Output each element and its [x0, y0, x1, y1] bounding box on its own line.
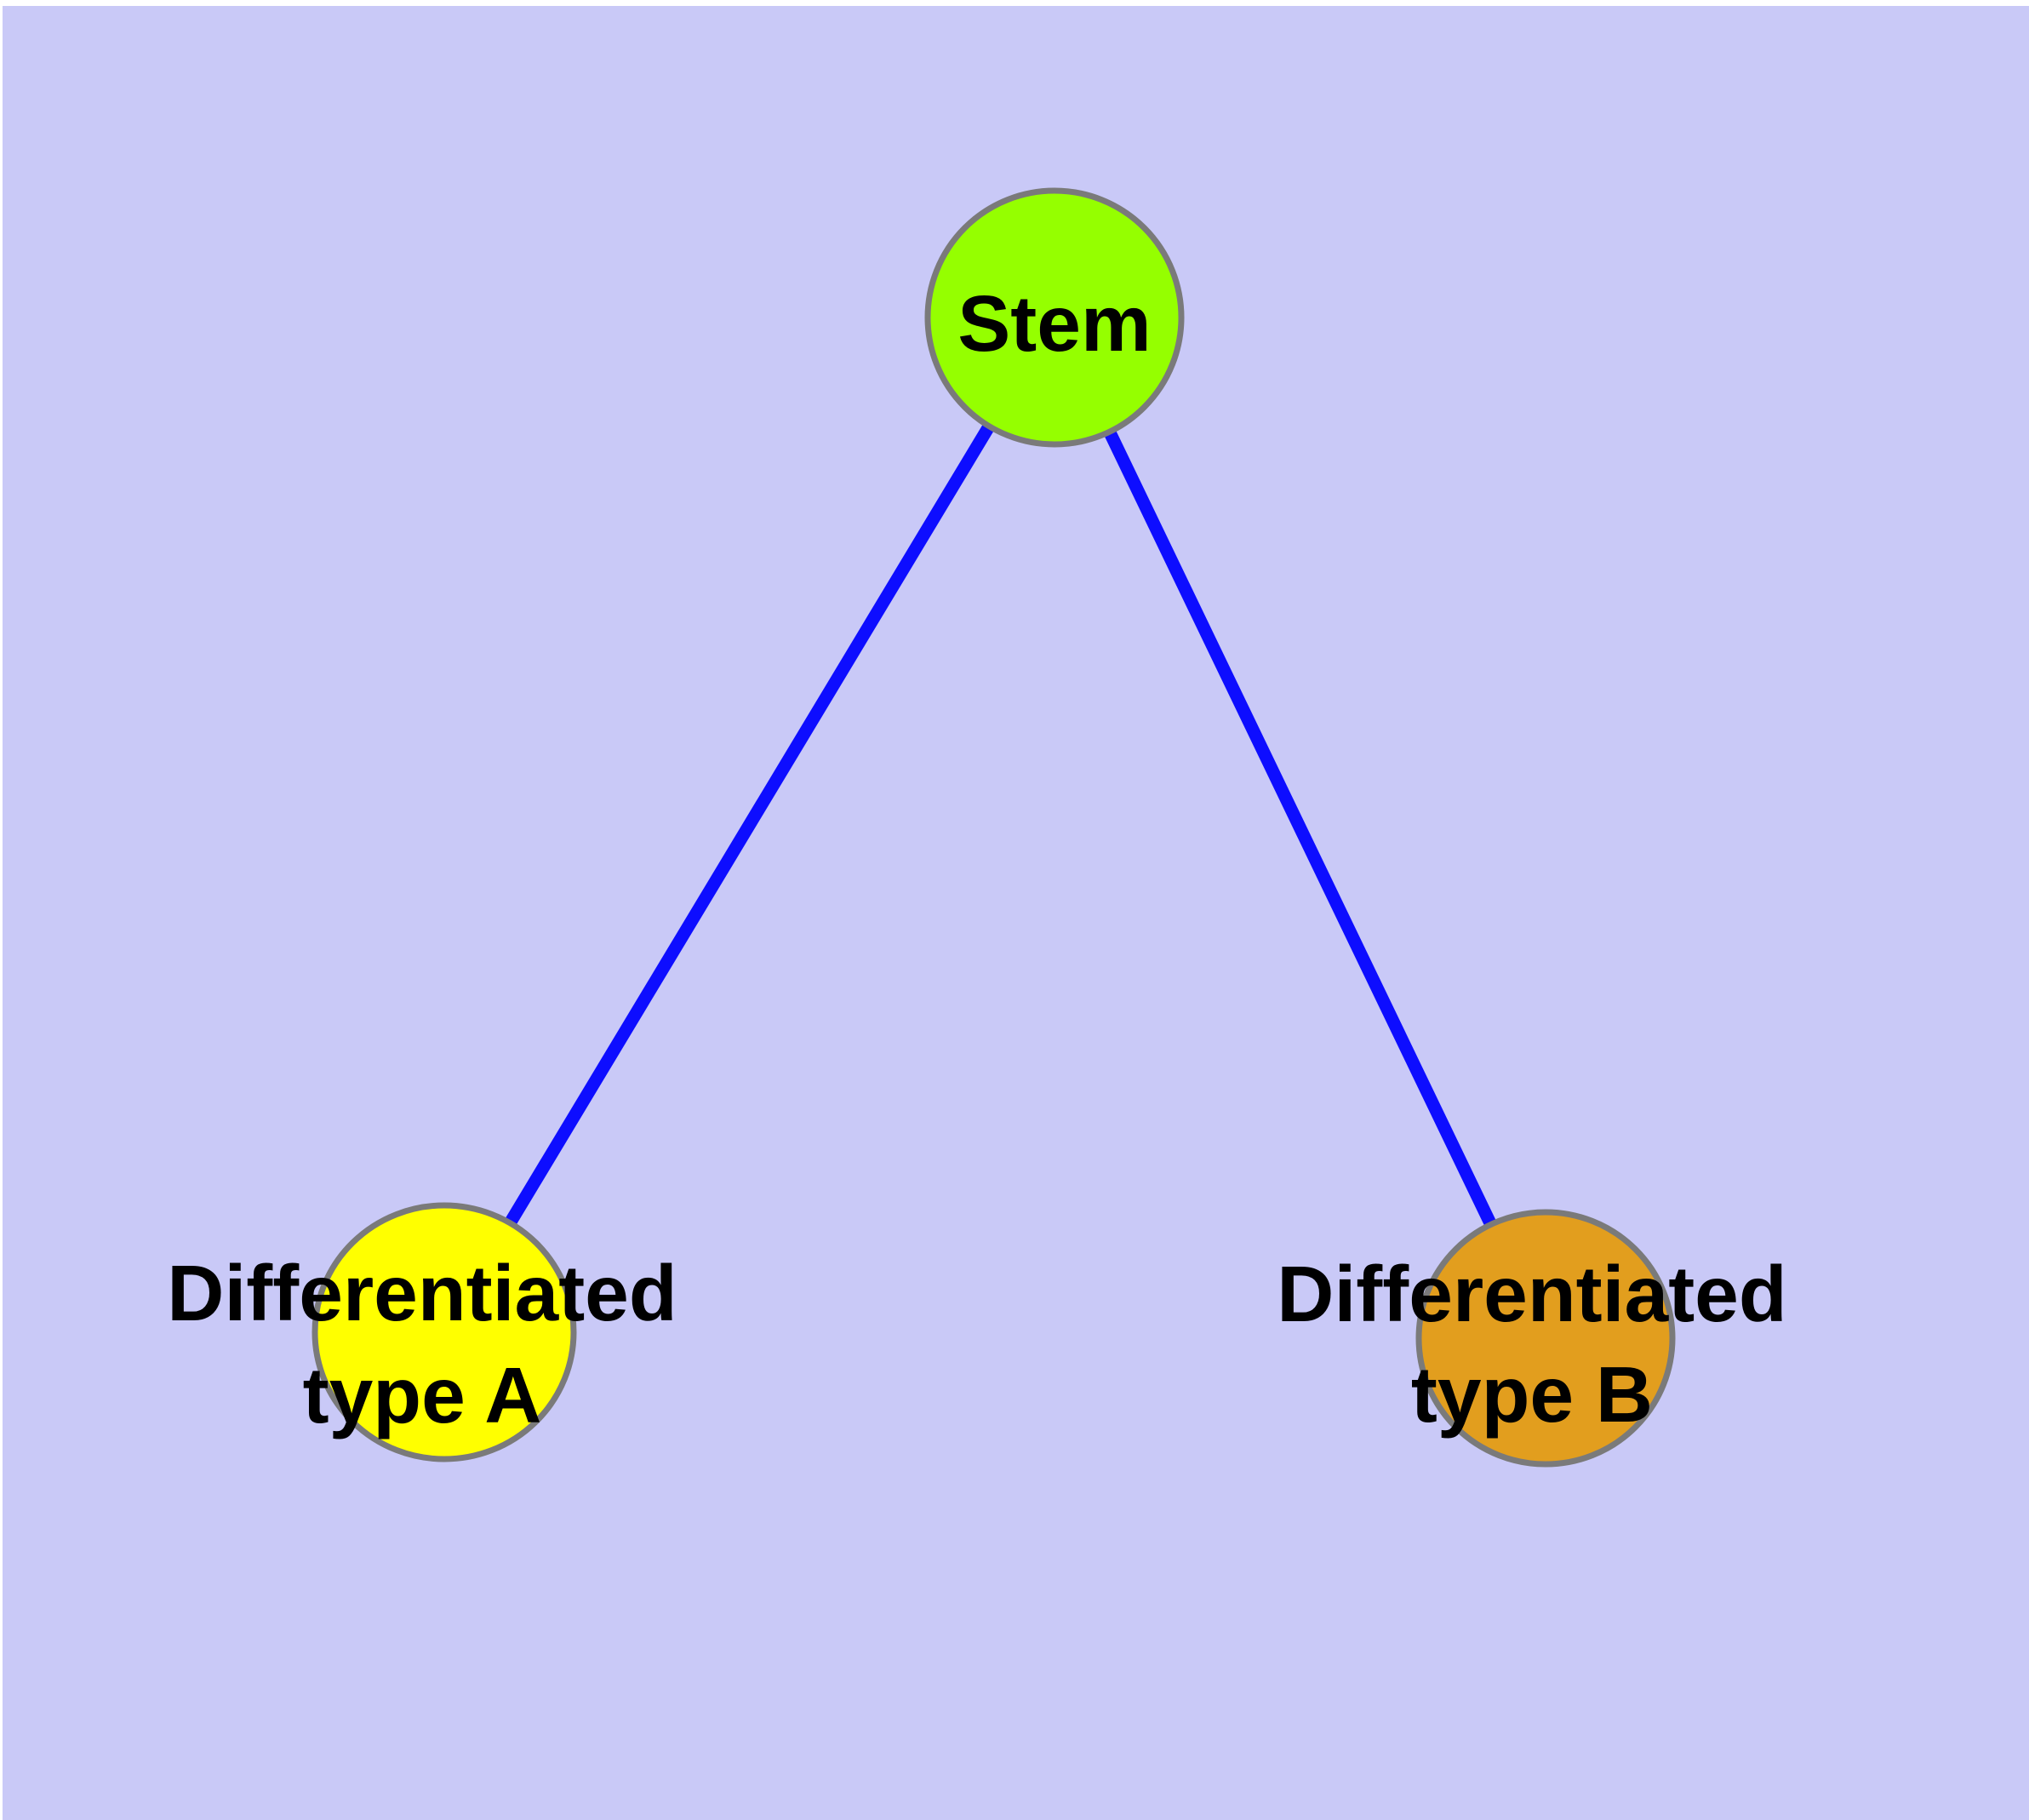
node-stem: [924, 187, 1185, 448]
edge-stem-to-type-a: [438, 314, 1060, 1336]
node-differentiated-type-b: [1415, 1209, 1676, 1468]
node-type-b-label-line2: type B: [1411, 1350, 1653, 1439]
node-differentiated-type-a: [311, 1202, 577, 1462]
node-stem-label: Stem: [957, 279, 1151, 368]
node-type-a-label-line1: Differentiated: [167, 1249, 677, 1337]
node-type-b-label-line1: Differentiated: [1277, 1250, 1786, 1338]
node-type-a-label-line2: type A: [303, 1351, 542, 1439]
edge-stem-to-type-b: [1049, 314, 1552, 1342]
